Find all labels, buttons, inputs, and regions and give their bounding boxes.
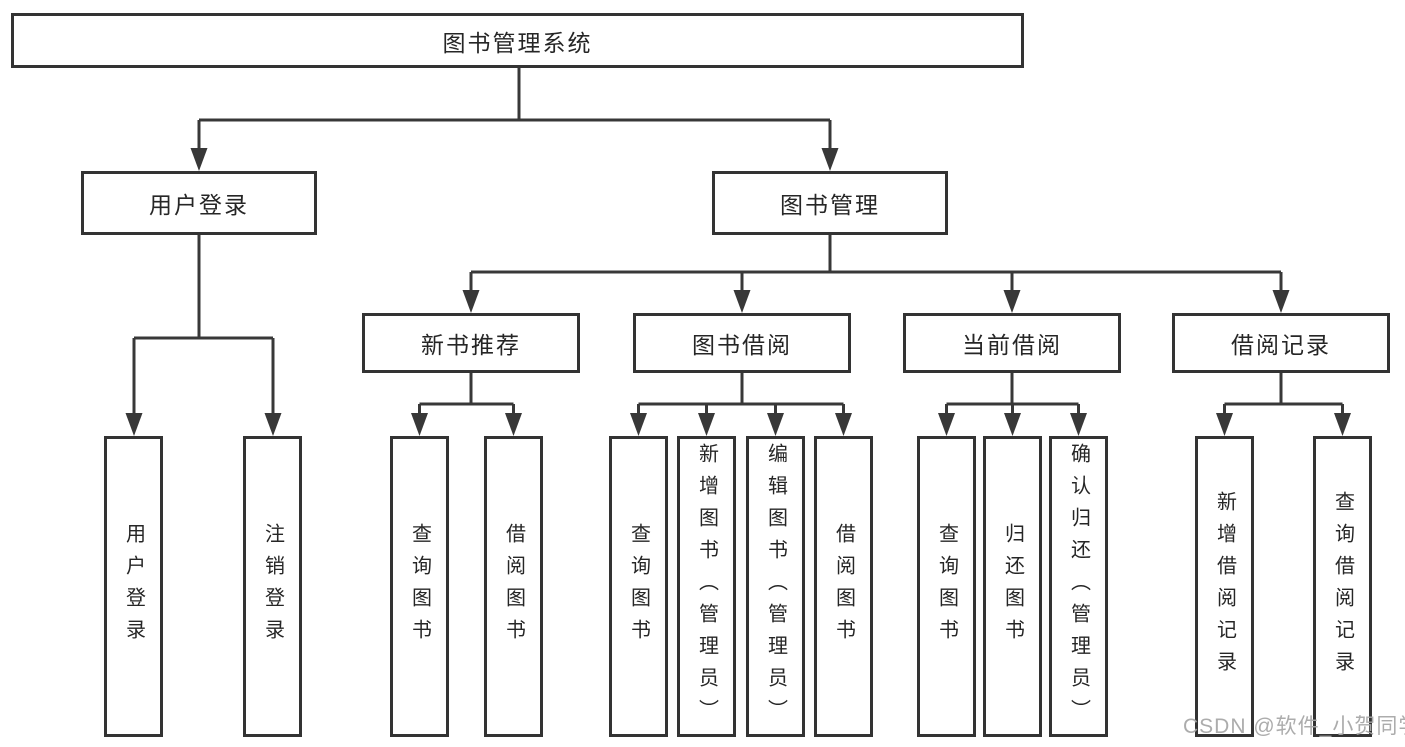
leaf-logout: 注销登录 — [243, 436, 302, 737]
connector-current-borrow — [945, 373, 1080, 417]
leaf-user-login: 用户登录 — [104, 436, 163, 737]
node-current-borrow: 当前借阅 — [903, 313, 1121, 373]
node-label: 注销登录 — [261, 522, 284, 651]
arrowhead-icon — [1334, 413, 1351, 436]
arrowhead-icon — [264, 413, 282, 436]
node-library-management-system: 图书管理系统 — [11, 13, 1024, 68]
leaf-query-borrow-record: 查询借阅记录 — [1313, 436, 1372, 737]
arrowhead-icon — [1003, 290, 1021, 313]
leaf-borrow-books-2: 借阅图书 — [814, 436, 873, 737]
node-label: 当前借阅 — [962, 332, 1062, 358]
arrowhead-icon — [411, 413, 428, 436]
arrowhead-icon — [630, 413, 647, 436]
node-label: 编辑图书（管理员） — [764, 442, 787, 731]
arrowhead-icon — [835, 413, 852, 436]
leaf-query-books-2: 查询图书 — [609, 436, 668, 737]
node-label: 确认归还（管理员） — [1067, 442, 1090, 731]
leaf-query-books-3: 查询图书 — [917, 436, 976, 737]
leaf-edit-books-admin: 编辑图书（管理员） — [746, 436, 805, 737]
arrowheads — [125, 148, 1351, 436]
node-label: 查询图书 — [935, 522, 958, 651]
leaf-query-books-1: 查询图书 — [390, 436, 449, 737]
node-label: 图书管理 — [780, 192, 880, 218]
node-label: 借阅图书 — [832, 522, 855, 651]
arrowhead-icon — [1070, 413, 1087, 436]
node-label: 用户登录 — [122, 522, 145, 651]
arrowhead-icon — [462, 290, 480, 313]
node-book-management: 图书管理 — [712, 171, 948, 235]
node-label: 借阅记录 — [1231, 332, 1331, 358]
leaf-borrow-books-1: 借阅图书 — [484, 436, 543, 737]
node-label: 新书推荐 — [421, 332, 521, 358]
node-label: 查询借阅记录 — [1331, 490, 1354, 683]
connector-book-management — [469, 235, 1283, 294]
node-label: 查询图书 — [408, 522, 431, 651]
node-label: 借阅图书 — [502, 522, 525, 651]
leaf-confirm-return-admin: 确认归还（管理员） — [1049, 436, 1108, 737]
arrowhead-icon — [1004, 413, 1021, 436]
connector-borrow-records — [1223, 373, 1344, 417]
connector-root — [197, 68, 832, 152]
node-book-borrow: 图书借阅 — [633, 313, 851, 373]
node-label: 图书管理系统 — [442, 29, 593, 56]
arrowhead-icon — [1272, 290, 1290, 313]
leaf-return-books: 归还图书 — [983, 436, 1042, 737]
arrowhead-icon — [1216, 413, 1233, 436]
leaf-add-borrow-record: 新增借阅记录 — [1195, 436, 1254, 737]
node-new-book-recommend: 新书推荐 — [362, 313, 580, 373]
node-label: 新增借阅记录 — [1213, 490, 1236, 683]
arrowhead-icon — [698, 413, 715, 436]
node-label: 图书借阅 — [692, 332, 792, 358]
connector-user-login — [132, 235, 275, 417]
arrowhead-icon — [733, 290, 751, 313]
arrowhead-icon — [190, 148, 208, 171]
arrowhead-icon — [505, 413, 522, 436]
node-label: 查询图书 — [627, 522, 650, 651]
node-user-login: 用户登录 — [81, 171, 317, 235]
arrowhead-icon — [125, 413, 143, 436]
connector-new-books — [418, 373, 515, 417]
csdn-watermark: CSDN @软件_小贺同学 — [1183, 715, 1405, 738]
connector-book-borrow — [637, 373, 845, 417]
arrowhead-icon — [821, 148, 839, 171]
leaf-add-books-admin: 新增图书（管理员） — [677, 436, 736, 737]
node-label: 用户登录 — [149, 192, 249, 218]
node-borrow-records: 借阅记录 — [1172, 313, 1390, 373]
arrowhead-icon — [938, 413, 955, 436]
node-label: 新增图书（管理员） — [695, 442, 718, 731]
node-label: 归还图书 — [1001, 522, 1024, 651]
arrowhead-icon — [767, 413, 784, 436]
